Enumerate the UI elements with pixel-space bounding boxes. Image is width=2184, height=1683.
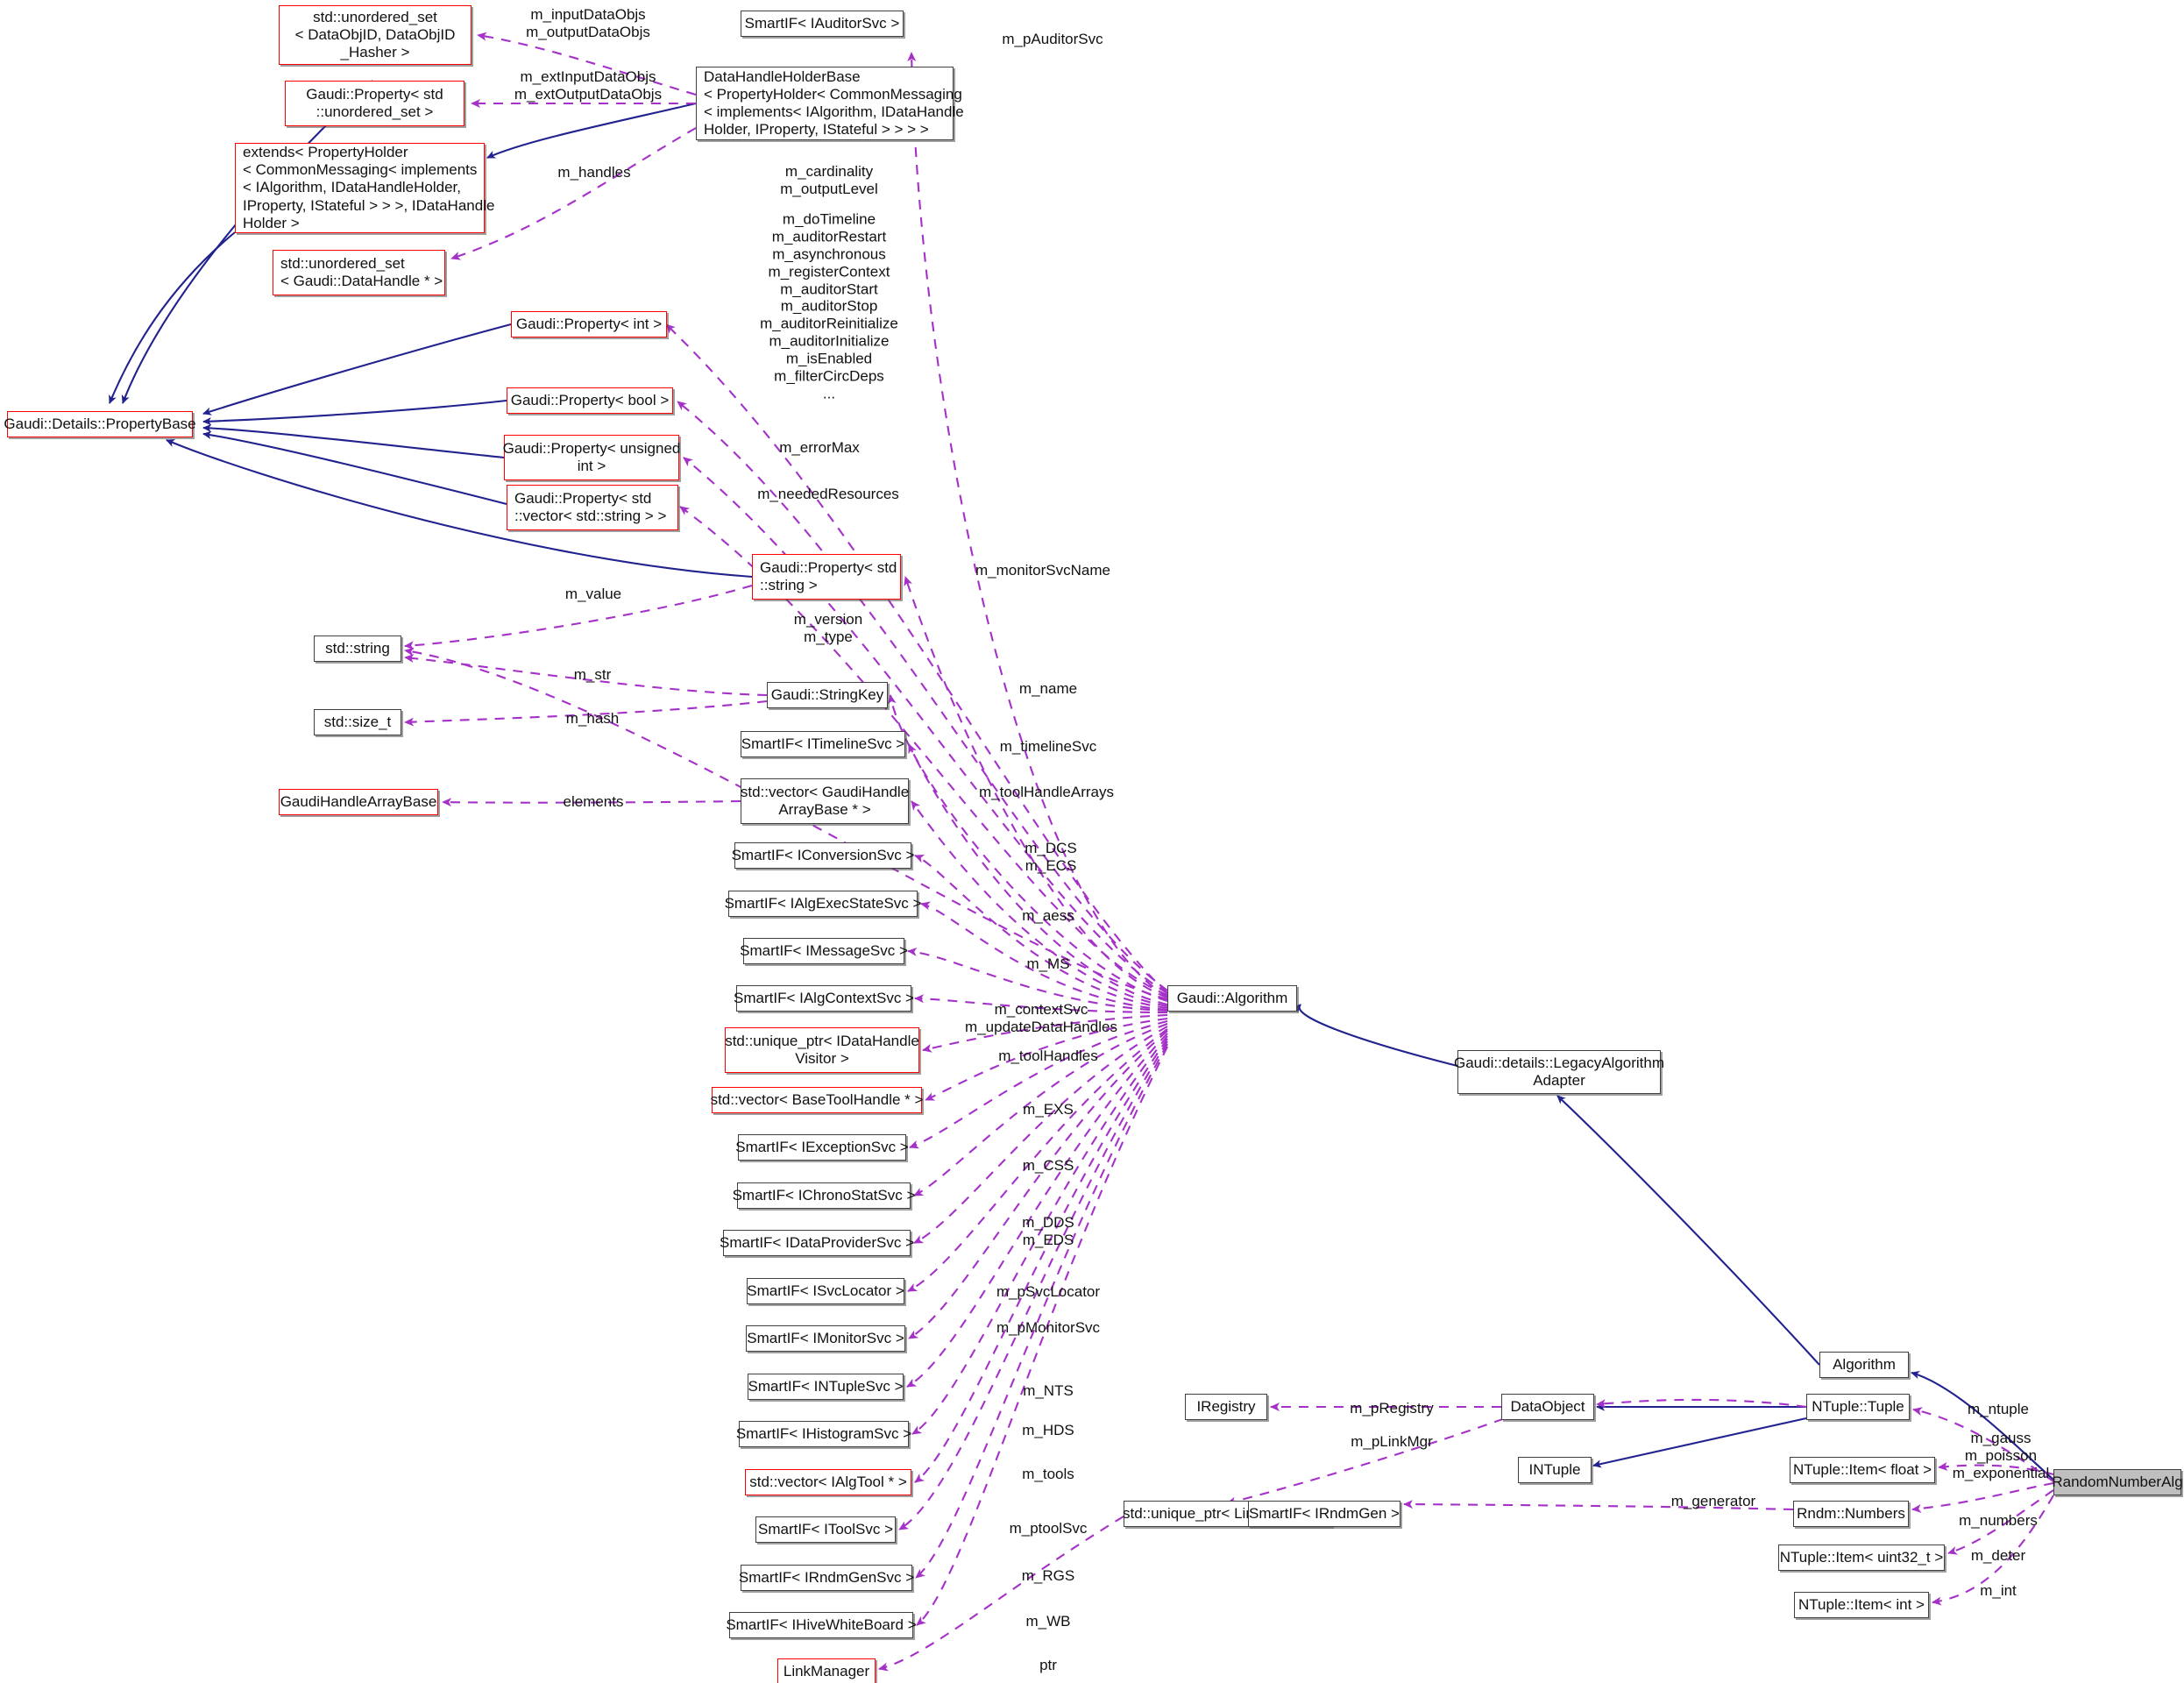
- node-linkmanager[interactable]: LinkManager: [777, 1658, 876, 1683]
- usage-edges: [404, 32, 2054, 1672]
- edge-label-pmonitorsvc: m_pMonitorSvc: [996, 1319, 1101, 1337]
- node-rndm-numbers[interactable]: Rndm::Numbers: [1793, 1501, 1909, 1527]
- edge-label-aess: m_aess: [1022, 907, 1074, 925]
- node-randomnumberalg[interactable]: RandomNumberAlg: [2052, 1469, 2183, 1495]
- node-smartif-intuplesvc[interactable]: SmartIF< INTupleSvc >: [748, 1374, 904, 1400]
- edge-label-version-type: m_version m_type: [793, 611, 863, 645]
- node-smartif-iconversionsvc[interactable]: SmartIF< IConversionSvc >: [732, 842, 914, 869]
- edge-label-ext-dataobjs: m_extInputDataObjs m_extOutputDataObjs: [514, 68, 663, 103]
- edge-label-ptr: ptr: [1039, 1657, 1057, 1674]
- edge-label-hash: m_hash: [565, 710, 620, 728]
- node-smartif-ihivewhiteboard[interactable]: SmartIF< IHiveWhiteBoard >: [726, 1612, 917, 1638]
- edge-label-neededresources: m_neededResources: [757, 486, 899, 503]
- node-gaudi-details-legacyalgorithmadapter[interactable]: Gaudi::details::LegacyAlgorithm Adapter: [1454, 1050, 1664, 1094]
- node-smartif-ialgcontextsvc[interactable]: SmartIF< IAlgContextSvc >: [734, 985, 914, 1012]
- node-gaudihandlearraybase[interactable]: GaudiHandleArrayBase: [279, 789, 438, 815]
- edge-label-input-output-dataobjs: m_inputDataObjs m_outputDataObjs: [526, 6, 650, 40]
- edge-label-rgs: m_RGS: [1021, 1567, 1075, 1585]
- node-smartif-imonitorsvc[interactable]: SmartIF< IMonitorSvc >: [746, 1325, 905, 1352]
- node-gaudi-property-vector-string[interactable]: Gaudi::Property< std ::vector< std::stri…: [507, 485, 678, 530]
- node-gaudi-property-unordered-set[interactable]: Gaudi::Property< std ::unordered_set >: [285, 81, 464, 126]
- node-iregistry[interactable]: IRegistry: [1185, 1394, 1267, 1420]
- node-gaudi-property-string[interactable]: Gaudi::Property< std ::string >: [752, 554, 901, 600]
- node-std-vector-basetoolhandle[interactable]: std::vector< BaseToolHandle * >: [711, 1087, 923, 1113]
- edge-label-value: m_value: [564, 586, 622, 603]
- node-gaudi-algorithm[interactable]: Gaudi::Algorithm: [1167, 985, 1297, 1012]
- edge-label-name: m_name: [1018, 680, 1078, 698]
- edge-label-timelinesvc: m_timelineSvc: [999, 738, 1097, 756]
- node-smartif-idataprovidersvc[interactable]: SmartIF< IDataProviderSvc >: [720, 1230, 914, 1256]
- edge-label-errormax: m_errorMax: [779, 439, 860, 457]
- edge-label-handles: m_handles: [557, 164, 631, 181]
- node-std-unordered-set-dataobjid[interactable]: std::unordered_set < DataObjID, DataObjI…: [279, 5, 472, 65]
- node-std-size-t[interactable]: std::size_t: [314, 709, 401, 735]
- node-ntuple-item-float[interactable]: NTuple::Item< float >: [1790, 1457, 1935, 1483]
- edge-label-monitorsvcname: m_monitorSvcName: [975, 562, 1110, 579]
- node-intuple[interactable]: INTuple: [1518, 1457, 1592, 1483]
- node-std-vector-gaudihandlearraybase[interactable]: std::vector< GaudiHandle ArrayBase * >: [741, 778, 909, 824]
- node-datahandleholderbase[interactable]: DataHandleHolderBase < PropertyHolder< C…: [696, 67, 964, 140]
- node-smartif-irndmgensvc[interactable]: SmartIF< IRndmGenSvc >: [739, 1565, 914, 1591]
- node-smartif-iauditorsvc[interactable]: SmartIF< IAuditorSvc >: [741, 11, 904, 37]
- node-algorithm[interactable]: Algorithm: [1819, 1352, 1909, 1378]
- node-dataobject[interactable]: DataObject: [1501, 1394, 1594, 1420]
- edge-label-toolhandlearrays: m_toolHandleArrays: [978, 784, 1115, 801]
- edge-label-exs: m_EXS: [1023, 1101, 1074, 1118]
- edge-label-contextsvc-updatedatahandles: m_contextSvc m_updateDataHandles: [965, 1001, 1117, 1035]
- node-ntuple-item-int[interactable]: NTuple::Item< int >: [1794, 1592, 1929, 1618]
- node-smartif-itoolsvc[interactable]: SmartIF< IToolSvc >: [755, 1516, 896, 1543]
- edge-label-nts: m_NTS: [1023, 1382, 1074, 1400]
- node-smartif-ihistogramsvc[interactable]: SmartIF< IHistogramSvc >: [736, 1421, 911, 1447]
- edge-label-str: m_str: [573, 666, 612, 684]
- edge-label-gauss-poisson-exponential: m_gauss m_poisson m_exponential: [1952, 1430, 2050, 1481]
- edge-label-plinkmgr: m_pLinkMgr: [1351, 1433, 1433, 1451]
- edge-label-dcs-ecs: m_DCS m_ECS: [1025, 840, 1077, 874]
- node-gaudi-property-bool[interactable]: Gaudi::Property< bool >: [507, 387, 673, 414]
- edge-label-pregistry: m_pRegistry: [1350, 1400, 1434, 1417]
- node-ntuple-tuple[interactable]: NTuple::Tuple: [1806, 1394, 1910, 1420]
- edge-label-tools: m_tools: [1022, 1466, 1074, 1483]
- edge-label-cardinality-outputlevel: m_cardinality m_outputLevel: [780, 163, 878, 197]
- node-smartif-irndmgen[interactable]: SmartIF< IRndmGen >: [1248, 1501, 1400, 1527]
- edge-label-hds: m_HDS: [1022, 1422, 1074, 1439]
- node-gaudi-stringkey[interactable]: Gaudi::StringKey: [767, 682, 888, 708]
- edge-label-elements: elements: [563, 793, 624, 811]
- edge-label-toolhandles: m_toolHandles: [998, 1047, 1098, 1065]
- node-std-string[interactable]: std::string: [314, 636, 401, 662]
- edge-label-ptoolsvc: m_ptoolSvc: [1009, 1520, 1088, 1537]
- node-extends-propertyholder[interactable]: extends< PropertyHolder < CommonMessagin…: [235, 143, 494, 233]
- node-std-unordered-set-datahandle[interactable]: std::unordered_set < Gaudi::DataHandle *…: [273, 250, 445, 295]
- node-smartif-ialgexecstatesvc[interactable]: SmartIF< IAlgExecStateSvc >: [725, 891, 921, 917]
- edge-label-dds-eds: m_DDS m_EDS: [1022, 1214, 1074, 1248]
- node-gaudi-details-propertybase[interactable]: Gaudi::Details::PropertyBase: [4, 411, 196, 437]
- edge-label-deter: m_deter: [1970, 1547, 2026, 1565]
- edge-label-psvclocator: m_pSvcLocator: [996, 1283, 1101, 1301]
- edge-label-bool-properties: m_doTimeline m_auditorRestart m_asynchro…: [760, 210, 898, 402]
- node-smartif-isvclocator[interactable]: SmartIF< ISvcLocator >: [747, 1278, 904, 1304]
- edge-label-ms: m_MS: [1026, 955, 1070, 973]
- node-smartif-ichronostatsvc[interactable]: SmartIF< IChronoStatSvc >: [733, 1182, 915, 1209]
- edge-label-ntuple: m_ntuple: [1968, 1401, 2029, 1418]
- edge-label-pauditorsvc: m_pAuditorSvc: [1002, 31, 1103, 48]
- node-std-vector-ialgtool[interactable]: std::vector< IAlgTool * >: [745, 1469, 911, 1495]
- node-ntuple-item-uint32[interactable]: NTuple::Item< uint32_t >: [1778, 1545, 1945, 1571]
- edge-label-wb: m_WB: [1025, 1613, 1071, 1630]
- edge-label-int: m_int: [1980, 1582, 2017, 1600]
- node-smartif-imessagesvc[interactable]: SmartIF< IMessageSvc >: [740, 938, 908, 964]
- node-smartif-iexceptionsvc[interactable]: SmartIF< IExceptionSvc >: [735, 1134, 909, 1161]
- edge-label-numbers: m_numbers: [1959, 1512, 2038, 1530]
- node-smartif-itimelinesvc[interactable]: SmartIF< ITimelineSvc >: [741, 731, 905, 757]
- edge-label-generator: m_generator: [1670, 1493, 1756, 1510]
- node-gaudi-property-int[interactable]: Gaudi::Property< int >: [511, 311, 667, 337]
- edge-label-css: m_CSS: [1022, 1157, 1074, 1175]
- node-std-unique-ptr-idatahandlevisitor[interactable]: std::unique_ptr< IDataHandle Visitor >: [725, 1027, 919, 1073]
- node-gaudi-property-unsigned-int[interactable]: Gaudi::Property< unsigned int >: [503, 435, 680, 480]
